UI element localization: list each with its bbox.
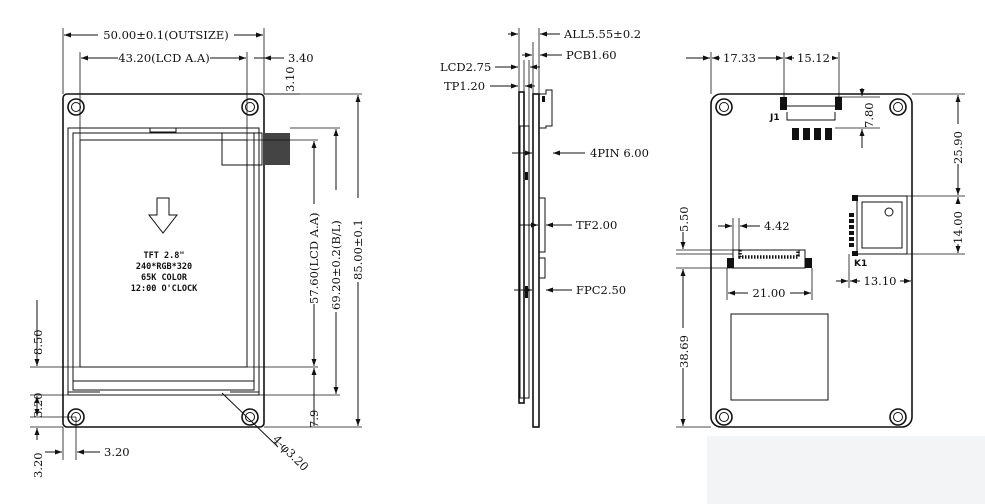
pin-header (539, 89, 553, 129)
center-note-2: 240*RGB*320 (136, 262, 192, 272)
mount-hole-tl (67, 98, 85, 116)
front-view: TFT 2.8" 240*RGB*320 65K COLOR 12:00 O'C… (30, 27, 365, 478)
dim-4pin: 4PIN 6.00 (590, 146, 649, 160)
dim-right-margin: 3.40 (288, 51, 314, 65)
back-hole-br (889, 408, 907, 426)
dim-fpc-offset: 4.42 (764, 219, 790, 233)
center-note-4: 12:00 O'CLOCK (131, 284, 198, 294)
dim-all: ALL5.55±0.2 (563, 27, 641, 41)
dim-right-top: 25.90 (951, 131, 965, 164)
connector-label: J1 (769, 113, 780, 123)
dim-back-left: 17.33 (723, 51, 756, 65)
tp-layer (518, 91, 525, 404)
dim-left-small: 5.50 (677, 206, 691, 232)
dim-lcd-aa-height: 57.60(LCD A.A) (307, 213, 321, 304)
fpc-hatch (263, 133, 290, 165)
pcb-outline (710, 93, 913, 428)
dim-fpc: FPC2.50 (576, 283, 626, 297)
module-outline (62, 93, 265, 428)
dim-tp: TP1.20 (444, 79, 485, 93)
mount-hole-tr (241, 98, 259, 116)
dim-back-mid: 15.12 (797, 51, 830, 65)
lcd-frame (72, 132, 255, 391)
dim-tf-width: 13.10 (864, 274, 897, 288)
back-hole-bl (715, 408, 733, 426)
dim-lcd-aa-width: 43.20(LCD A.A) (118, 51, 209, 65)
pcb-layer (532, 93, 540, 428)
dim-back-bottom-left: 38.69 (677, 335, 691, 368)
center-note-1: TFT 2.8" (144, 251, 185, 261)
dim-bl: 69.20±0.2(B/L) (329, 220, 343, 310)
bottom-right-overlay (707, 436, 985, 504)
dim-bottom-hole-h: 3.20 (104, 445, 130, 459)
corner-box (221, 132, 263, 166)
dim-outsize: 50.00±0.1(OUTSIZE) (103, 28, 228, 42)
fpc-connector-back (727, 249, 812, 269)
back-view: J1 K1 (676, 50, 965, 428)
dim-fpc-width: 21.00 (753, 286, 786, 300)
bottom-area (730, 313, 829, 401)
tf-card-slot: K1 (849, 195, 908, 269)
dim-hole: 4-φ3.20 (270, 432, 312, 474)
side-view: ALL5.55±0.2 PCB1.60 LCD2.75 TP1.20 4PIN … (440, 27, 649, 428)
dim-pcb: PCB1.60 (566, 48, 617, 62)
dim-top-hole: 3.10 (283, 66, 297, 92)
lcd-layer (519, 125, 530, 399)
dim-tf: TF2.00 (576, 218, 617, 232)
tf-slot (538, 197, 546, 253)
tf-label: K1 (854, 259, 867, 269)
orientation-arrow-icon (147, 197, 179, 234)
dim-right-mid: 14.00 (951, 211, 965, 244)
dim-lcd: LCD2.75 (440, 60, 491, 74)
fpc-connector (538, 257, 546, 279)
pin-connector: J1 (769, 97, 842, 140)
fpc-notch (149, 127, 177, 133)
back-hole-tr (889, 98, 907, 116)
dim-bottom-right: 7.9 (307, 410, 321, 428)
dim-bottom-small: 3.20 (31, 392, 45, 418)
dim-total-height: 85.00±0.1 (351, 219, 365, 280)
mount-hole-br (241, 408, 259, 426)
back-hole-tl (715, 98, 733, 116)
lcd-active-area (79, 139, 248, 368)
dim-bottom-hole-v: 3.20 (31, 452, 45, 478)
center-note-3: 65K COLOR (141, 273, 188, 283)
dim-conn-h: 7.80 (862, 102, 876, 128)
dim-bottom-left: 8.50 (31, 329, 45, 355)
